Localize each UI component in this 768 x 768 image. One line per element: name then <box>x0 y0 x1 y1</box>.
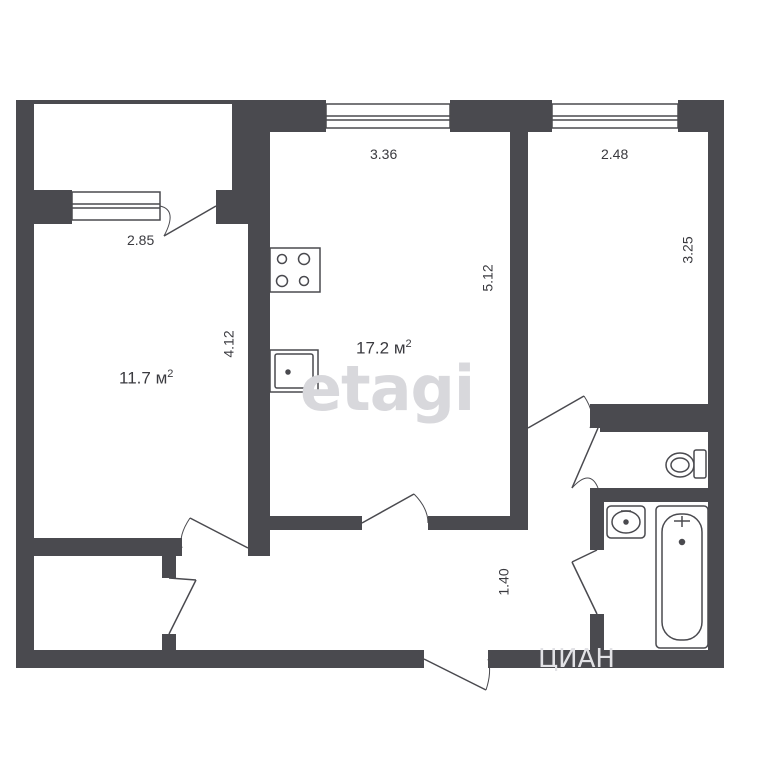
area-label-left-room: 11.7 м2 <box>119 368 173 389</box>
dim-left-room-depth: 4.12 <box>220 330 237 358</box>
area-unit: м <box>393 338 406 358</box>
area-value: 17.2 <box>356 338 390 358</box>
area-unit: м <box>155 368 168 388</box>
bathtub <box>655 505 709 649</box>
area-value: 11.7 <box>119 368 151 388</box>
stove <box>269 247 321 293</box>
watermark-etagi: etagi <box>300 352 475 425</box>
walls <box>16 100 724 668</box>
area-unit-sup: 2 <box>167 368 174 380</box>
dim-kitchen-width: 3.36 <box>370 146 398 162</box>
doors <box>159 205 599 691</box>
toilet <box>665 449 707 479</box>
dim-right-room-width: 2.48 <box>601 146 629 162</box>
watermark-cian: ЦИАН <box>538 644 615 674</box>
windows <box>71 103 679 221</box>
dim-balcony-width: 2.85 <box>127 232 155 248</box>
area-label-kitchen: 17.2 м2 <box>356 338 412 359</box>
dim-kitchen-depth: 5.12 <box>479 264 496 292</box>
dim-right-room-depth: 3.25 <box>679 236 696 264</box>
dim-hall-width: 1.40 <box>495 568 512 596</box>
bathroom-sink <box>606 505 646 539</box>
area-unit-sup: 2 <box>405 338 412 350</box>
kitchen-sink <box>269 349 319 393</box>
